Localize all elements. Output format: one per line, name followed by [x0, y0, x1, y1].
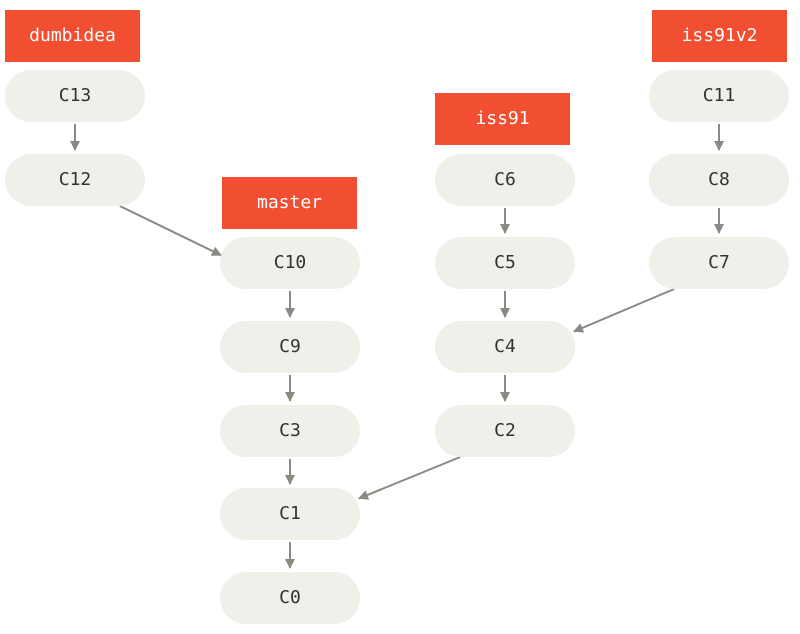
edge-c2-to-c1	[358, 456, 461, 500]
commit-c7: C7	[649, 237, 789, 289]
commit-c10: C10	[220, 237, 360, 289]
branch-label-dumbidea: dumbidea	[5, 10, 140, 62]
commit-c0: C0	[220, 572, 360, 624]
commit-c11: C11	[649, 70, 789, 122]
commit-c6: C6	[435, 154, 575, 206]
commit-c3: C3	[220, 405, 360, 457]
commit-c13: C13	[5, 70, 145, 122]
branch-label-iss91v2: iss91v2	[652, 10, 787, 62]
commit-c9: C9	[220, 321, 360, 373]
commit-c1: C1	[220, 488, 360, 540]
edge-c12-to-c10	[119, 205, 222, 257]
commit-c12: C12	[5, 154, 145, 206]
commit-c8: C8	[649, 154, 789, 206]
commit-c5: C5	[435, 237, 575, 289]
branch-label-iss91: iss91	[435, 93, 570, 145]
branch-label-master: master	[222, 177, 357, 229]
commit-c2: C2	[435, 405, 575, 457]
edge-c7-to-c4	[573, 288, 675, 333]
commit-c4: C4	[435, 321, 575, 373]
